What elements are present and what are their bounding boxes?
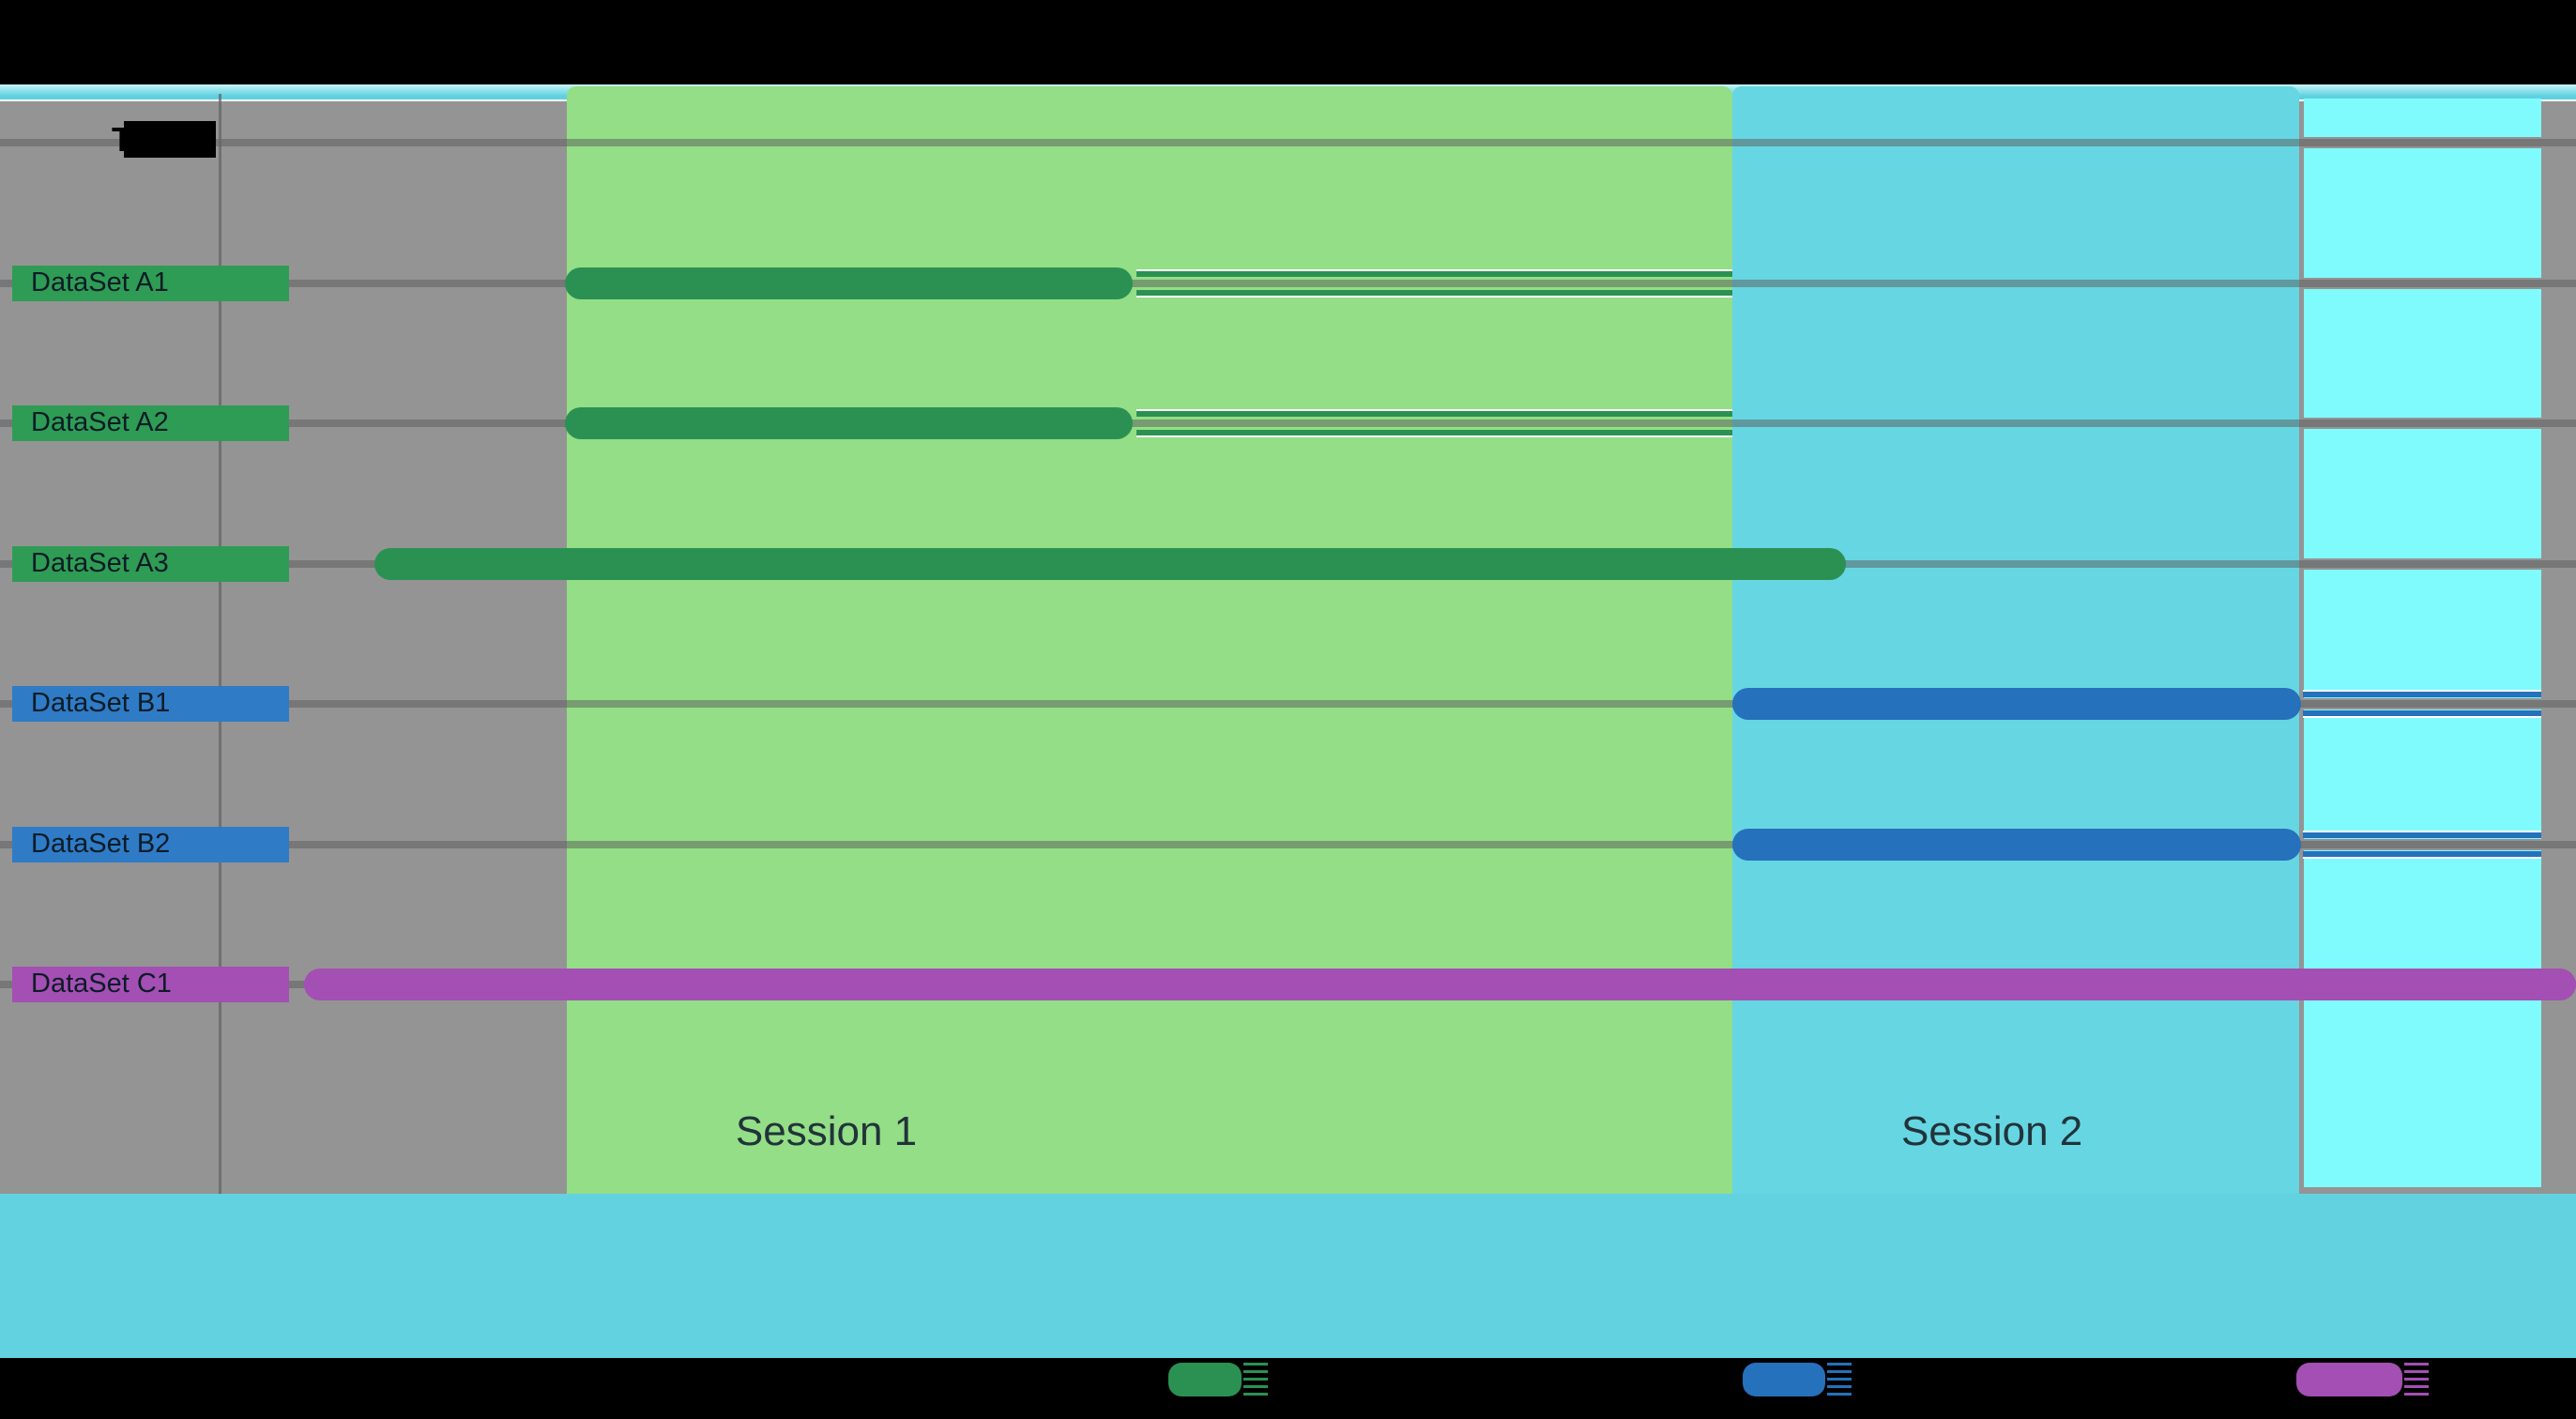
legend-label-remnant-b [1827,1363,1852,1396]
row-label-highlight: DataSet A2 [12,405,289,441]
bar-solid-dataset-b1 [1732,688,2302,720]
row-label-highlight: DataSet B1 [12,686,289,722]
row-label: DataSet B1 [31,688,171,718]
axis-line [219,94,221,1194]
row-label-highlight: DataSet B2 [12,826,289,862]
session-label-2: Session 2 [1901,1108,2083,1154]
legend-swatch-a [1168,1363,1242,1396]
bar-hollow-dataset-b1 [2303,692,2541,716]
extra-band-cell [2304,148,2541,278]
row-label: DataSet A2 [31,407,169,437]
session-label-1: Session 1 [735,1108,918,1154]
bottom-wide-cyan-band [0,1194,2576,1358]
bar-solid-dataset-a2 [564,407,1133,439]
bar-hollow-dataset-a2 [1136,411,1732,435]
session-band-2 [1732,86,2299,1194]
gridline [0,700,2576,708]
extra-band-cell [2304,849,2541,979]
bar-hollow-dataset-b2 [2303,832,2541,857]
gridline [0,139,2576,146]
legend-label-remnant-c [2404,1363,2429,1396]
extra-band-cell [2304,990,2541,1187]
redaction-box-title-row [124,121,216,158]
top-black-bar [0,0,2576,84]
gridline [0,420,2576,427]
row-label-highlight: DataSet C1 [12,967,289,1002]
row-label: DataSet A1 [31,267,169,298]
legend-label-remnant-a [1243,1363,1268,1396]
row-label-highlight: DataSet A1 [12,265,289,301]
row-label: DataSet C1 [31,969,172,999]
bar-solid-dataset-a3 [374,547,1847,580]
extra-band-cell [2304,569,2541,698]
extra-band-cell [2304,288,2541,418]
extra-band-cell [2304,710,2541,839]
bar-solid-dataset-c1 [303,969,2576,1000]
row-label: DataSet B2 [31,828,171,859]
session-band-1 [566,86,1732,1194]
bottom-black-bar [0,1358,2576,1419]
extra-band-cell [2304,429,2541,558]
legend-swatch-b [1743,1363,1825,1396]
row-label-highlight: DataSet A3 [12,545,289,582]
bar-solid-dataset-b2 [1732,828,2302,861]
gridline [0,279,2576,287]
bar-solid-dataset-a1 [564,267,1133,299]
row-label: DataSet A3 [31,547,169,578]
legend-swatch-c [2296,1363,2402,1396]
bar-hollow-dataset-a1 [1136,270,1732,296]
gridline [0,840,2576,848]
extra-band-cell [2304,99,2541,137]
